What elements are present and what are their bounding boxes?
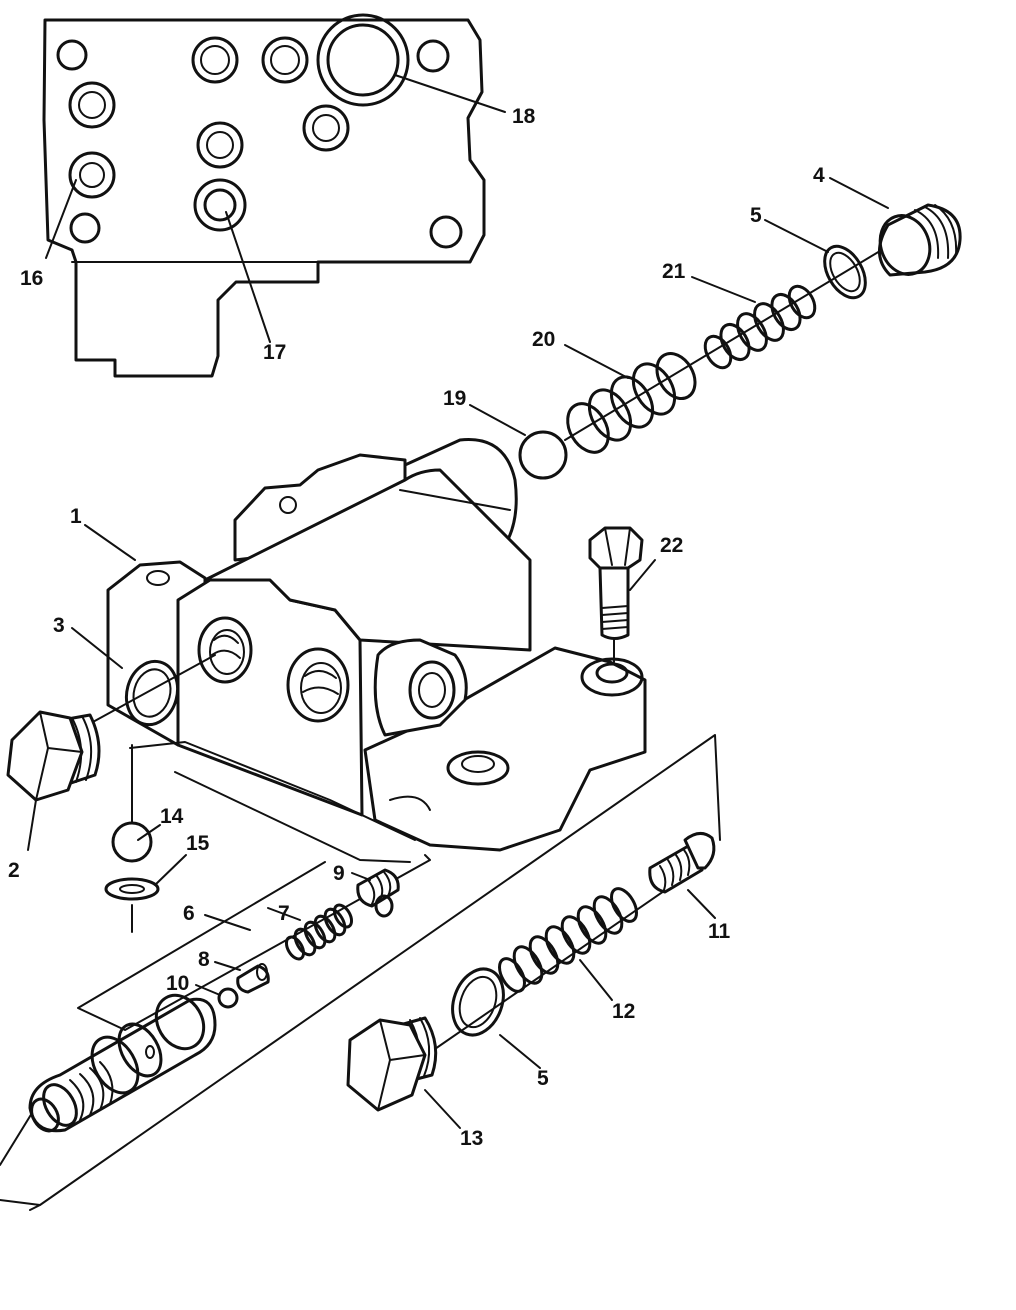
part-22-bolt xyxy=(588,526,644,663)
plate-port xyxy=(193,178,247,232)
label-part-2: 2 xyxy=(8,859,20,882)
part-10-ball xyxy=(217,987,239,1009)
part-5-washer-upper xyxy=(823,244,867,300)
label-part-16: 16 xyxy=(20,267,43,290)
plate-port xyxy=(191,36,239,84)
label-part-12: 12 xyxy=(612,1000,635,1023)
label-part-6: 6 xyxy=(183,902,195,925)
part-12-spring xyxy=(498,887,638,993)
label-part-19: 19 xyxy=(443,387,466,410)
valve-plate-face-view xyxy=(42,13,486,378)
part-5-washer-lower xyxy=(451,967,505,1037)
part-3-washer xyxy=(124,659,180,727)
label-part-18: 18 xyxy=(512,105,536,128)
label-part-4: 4 xyxy=(813,164,825,187)
plate-bolt-hole xyxy=(56,39,88,71)
part-13-hex-plug xyxy=(346,1016,438,1112)
part-20-spring xyxy=(566,352,697,454)
label-part-5-lower: 5 xyxy=(537,1067,549,1090)
plate-bolt-hole xyxy=(69,212,101,244)
label-part-21: 21 xyxy=(662,260,686,283)
label-part-14: 14 xyxy=(160,805,184,828)
part-14-ball xyxy=(111,821,153,863)
plate-port xyxy=(261,36,309,84)
label-part-8: 8 xyxy=(198,948,210,971)
assembly-axis-line xyxy=(564,244,891,441)
assembly-axis-line xyxy=(389,879,681,1081)
ball-washer-lower xyxy=(104,744,160,933)
plate-bolt-hole xyxy=(429,215,463,249)
label-part-3: 3 xyxy=(53,614,65,637)
part-1-valve-housing xyxy=(106,438,647,852)
part-7-spring xyxy=(284,903,354,961)
label-part-10: 10 xyxy=(166,972,189,995)
plate-port xyxy=(302,104,350,152)
label-part-22: 22 xyxy=(660,534,683,557)
label-part-15: 15 xyxy=(186,832,210,855)
relief-assembly-lower xyxy=(346,832,716,1112)
plate-port xyxy=(68,81,116,129)
label-part-11: 11 xyxy=(708,920,731,943)
label-part-1: 1 xyxy=(70,505,82,528)
part-4-plug xyxy=(878,203,962,277)
part-19-ball xyxy=(518,430,568,480)
part-9-plug-screw xyxy=(356,868,400,918)
part-2-hex-plug xyxy=(6,710,101,802)
relief-assembly-upper xyxy=(518,203,962,480)
plate-port xyxy=(196,121,244,169)
leader-lines xyxy=(27,74,889,1129)
label-part-9: 9 xyxy=(333,862,345,885)
label-part-13: 13 xyxy=(460,1127,483,1150)
plate-port xyxy=(68,151,116,199)
part-6-spool xyxy=(28,993,217,1133)
part-21-spring xyxy=(703,284,817,370)
part-15-washer xyxy=(104,877,160,901)
part-11-adjusting-screw xyxy=(648,832,716,894)
label-part-17: 17 xyxy=(263,341,286,364)
label-part-7: 7 xyxy=(278,902,290,925)
part-8-poppet xyxy=(236,963,270,994)
part-labels: 1 2 3 4 5 5 6 7 8 9 10 11 12 13 14 15 16… xyxy=(8,105,825,1150)
plug-assembly-left xyxy=(6,654,216,802)
label-part-5-upper: 5 xyxy=(750,204,762,227)
plate-port-large xyxy=(316,13,410,107)
label-part-20: 20 xyxy=(532,328,555,351)
plate-outline xyxy=(42,18,486,378)
plate-bolt-hole xyxy=(416,39,450,73)
